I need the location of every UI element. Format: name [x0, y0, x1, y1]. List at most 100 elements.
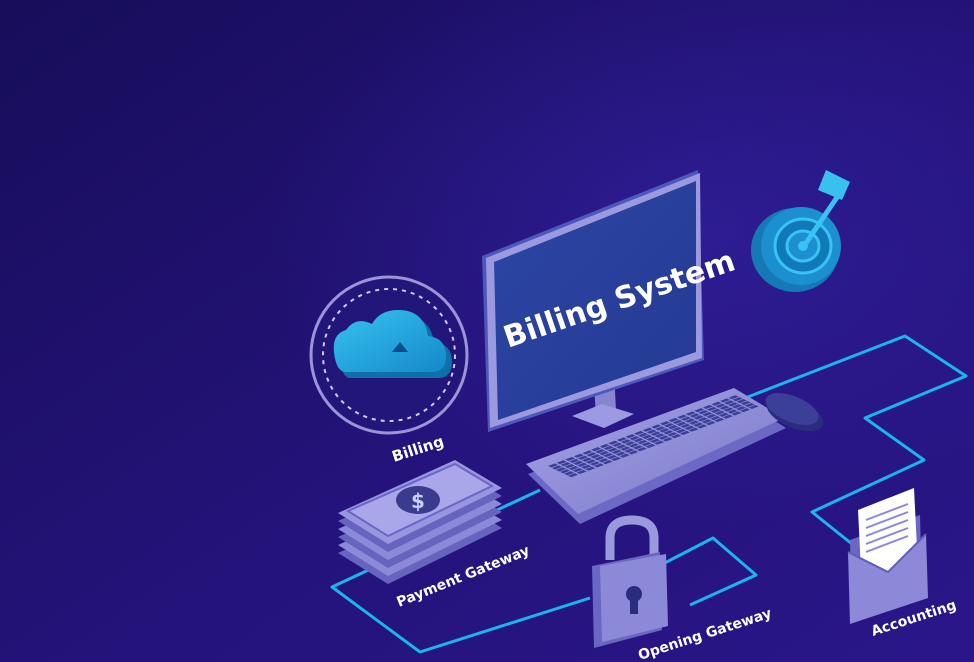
keyboard-key	[628, 443, 639, 448]
keyboard-key	[710, 415, 721, 421]
keyboard-key	[689, 420, 700, 425]
keyboard-key	[697, 424, 708, 429]
keyboard-key	[671, 427, 682, 432]
keyboard-key	[638, 432, 649, 438]
keyboard-key	[589, 461, 600, 466]
keyboard-key	[662, 437, 673, 442]
keyboard-key	[646, 429, 657, 434]
keyboard-key	[608, 440, 619, 445]
keyboard-key	[706, 406, 717, 412]
keyboard-key	[632, 445, 643, 450]
keyboard-key	[685, 411, 696, 416]
padlock-icon	[592, 515, 668, 648]
keyboard-key	[740, 401, 751, 406]
keyboard-key	[689, 413, 700, 418]
keyboard-key	[564, 471, 575, 476]
keyboard-key	[598, 458, 609, 463]
keyboard-key	[727, 409, 738, 414]
keyboard-key	[728, 395, 739, 400]
keyboard-key	[655, 426, 666, 431]
keyboard-key	[663, 423, 674, 428]
keyboard-key	[645, 443, 656, 449]
keyboard-key	[572, 467, 583, 473]
keyboard-key	[719, 405, 730, 410]
keyboard-key	[702, 412, 713, 417]
keyboard-key	[556, 460, 567, 465]
keyboard-key	[642, 427, 653, 432]
keyboard-key	[723, 407, 734, 412]
envelope-icon	[847, 488, 928, 624]
keyboard-key	[688, 427, 699, 432]
keyboard-key	[732, 404, 743, 409]
keyboard-key	[607, 454, 618, 460]
keyboard-key	[607, 447, 618, 452]
keyboard-key	[564, 464, 575, 469]
keyboard-key	[654, 433, 665, 438]
keyboard-key	[714, 417, 725, 423]
keyboard-key	[693, 415, 704, 420]
keyboard-key	[724, 400, 735, 405]
keyboard-key	[679, 430, 690, 436]
keyboard-key	[577, 455, 588, 460]
keyboard-key	[581, 464, 592, 469]
keyboard-key	[675, 428, 686, 434]
keyboard-key	[576, 469, 587, 475]
keyboard-key	[619, 453, 630, 458]
keyboard-key	[706, 414, 717, 419]
keyboard-key	[568, 473, 579, 478]
keyboard-key	[624, 448, 635, 453]
keyboard-key	[715, 403, 726, 408]
keyboard-key	[728, 402, 739, 407]
keyboard-key	[569, 458, 580, 464]
keyboard-key	[620, 439, 631, 444]
keyboard-key	[646, 436, 657, 441]
keyboard-key	[602, 460, 613, 465]
keyboard-key	[658, 435, 669, 440]
keyboard-key	[701, 419, 712, 424]
keyboard-key	[650, 438, 661, 443]
keyboard-key	[722, 414, 733, 419]
keyboard-key	[748, 404, 759, 410]
keyboard-key	[663, 430, 674, 435]
keyboard-key	[694, 408, 705, 413]
keyboard-key	[593, 463, 604, 468]
keyboard-icon	[526, 388, 786, 524]
keyboard-key	[720, 398, 731, 403]
keyboard-key	[642, 434, 653, 439]
keyboard-key	[744, 402, 755, 408]
keyboard-key	[672, 419, 683, 425]
keyboard-key	[565, 456, 576, 462]
computer-mouse-icon	[765, 393, 824, 432]
target-icon	[751, 170, 850, 292]
keyboard-key	[611, 456, 622, 462]
keyboard-key	[667, 432, 678, 437]
keyboard-key	[629, 436, 640, 441]
keyboard-key	[616, 437, 627, 442]
keyboard-key	[659, 421, 670, 426]
keyboard-key	[711, 401, 722, 406]
keyboard-key	[599, 451, 610, 456]
keyboard-key	[637, 440, 648, 445]
keyboard-key	[595, 449, 606, 454]
keyboard-key	[594, 456, 605, 461]
keyboard-key	[732, 397, 743, 402]
keyboard-key	[577, 462, 588, 467]
keyboard-key	[659, 428, 670, 433]
keyboard-key	[650, 431, 661, 436]
keyboard-key	[677, 414, 688, 419]
keyboard-key	[603, 453, 614, 458]
keyboard-key	[676, 421, 687, 426]
keyboard-key	[573, 460, 584, 465]
keyboard-key	[591, 447, 602, 452]
keyboard-key	[568, 466, 579, 471]
keyboard-keys	[548, 395, 759, 478]
keyboard-key	[740, 408, 751, 413]
keyboard-key	[685, 418, 696, 423]
keyboard-key	[552, 465, 563, 470]
cloud-icon	[309, 275, 469, 435]
keyboard-key	[634, 430, 645, 436]
keyboard-key	[603, 445, 614, 451]
keyboard-key	[590, 454, 601, 459]
